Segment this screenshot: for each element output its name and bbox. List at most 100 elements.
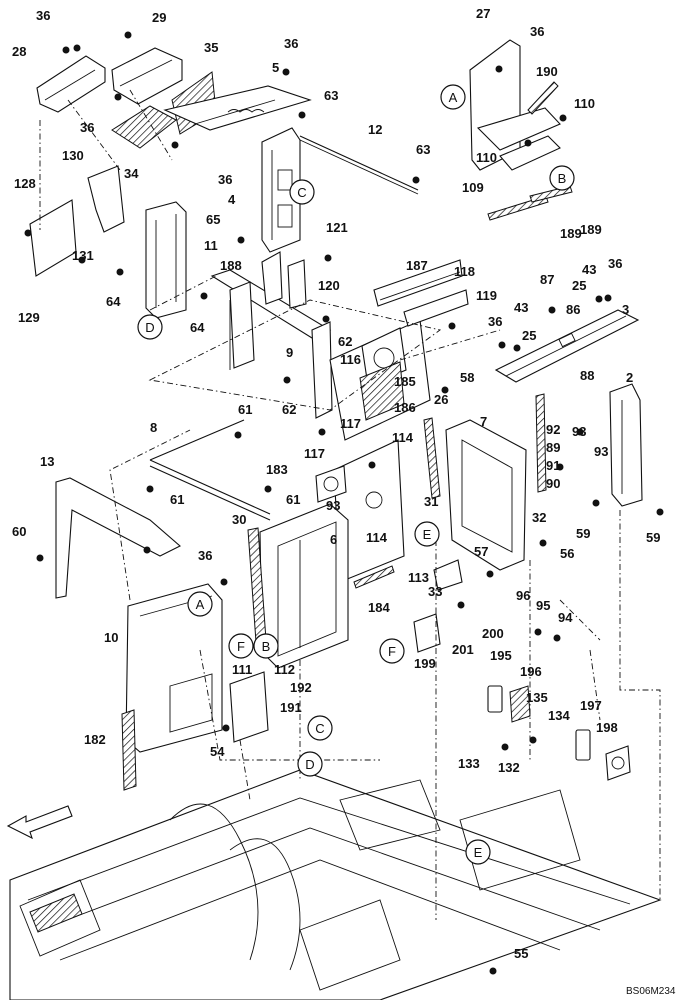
- direction-arrow-icon: [6, 805, 73, 840]
- column-4: [261, 127, 301, 253]
- callout-d: D: [297, 751, 323, 777]
- strip-189: [487, 185, 573, 221]
- bracket-199: [413, 613, 441, 653]
- part-label-184: 184: [368, 600, 390, 615]
- part-label-62: 62: [338, 334, 352, 349]
- callout-letter: B: [558, 171, 567, 186]
- part-label-3: 3: [622, 302, 629, 317]
- strip-184: [353, 565, 395, 589]
- part-label-36: 36: [530, 24, 544, 39]
- part-label-63: 63: [416, 142, 430, 157]
- part-label-33: 33: [428, 584, 442, 599]
- part-label-95: 95: [536, 598, 550, 613]
- part-label-4: 4: [228, 192, 236, 207]
- part-label-13: 13: [40, 454, 54, 469]
- callout-a: A: [187, 591, 213, 617]
- part-label-109: 109: [462, 180, 484, 195]
- callout-letter: D: [145, 320, 154, 335]
- part-label-116: 116: [340, 352, 361, 367]
- part-label-7: 7: [480, 414, 487, 429]
- part-label-129: 129: [18, 310, 40, 325]
- frame-plate-5: [163, 85, 312, 131]
- part-label-94: 94: [558, 610, 573, 625]
- part-label-29: 29: [152, 10, 166, 25]
- filter-191: [229, 671, 269, 743]
- part-label-93: 93: [572, 424, 586, 439]
- part-label-132: 132: [498, 760, 520, 775]
- part-label-6: 6: [330, 532, 337, 547]
- cover-plate-29: [111, 47, 183, 105]
- part-label-96: 96: [516, 588, 530, 603]
- part-label-87: 87: [540, 272, 554, 287]
- part-label-36: 36: [284, 36, 298, 51]
- part-label-86: 86: [566, 302, 580, 317]
- part-label-111: 111: [232, 662, 252, 677]
- leader-lines: [39, 89, 661, 920]
- bracket-130: [87, 165, 125, 233]
- part-label-12: 12: [368, 122, 382, 137]
- part-label-90: 90: [546, 476, 560, 491]
- part-label-198: 198: [596, 720, 618, 735]
- callout-letter: C: [315, 721, 324, 736]
- part-label-110: 110: [476, 150, 497, 165]
- part-label-128: 128: [14, 176, 36, 191]
- part-label-119: 119: [476, 288, 497, 303]
- rail-13: [55, 477, 181, 599]
- hatched-cover-34: [111, 105, 177, 149]
- part-label-61: 61: [170, 492, 184, 507]
- callout-b: B: [549, 165, 575, 191]
- part-label-59: 59: [646, 530, 660, 545]
- stay-2: [609, 383, 643, 507]
- part-label-32: 32: [532, 510, 546, 525]
- callout-f: F: [228, 633, 254, 659]
- part-label-36: 36: [218, 172, 232, 187]
- part-label-layer: 2345678910111213252526272829303132333435…: [12, 6, 660, 961]
- cover-plate-128: [29, 199, 77, 277]
- part-label-56: 56: [560, 546, 574, 561]
- callout-f: F: [379, 638, 405, 664]
- pad-186: [359, 361, 405, 421]
- callout-e: E: [414, 521, 440, 547]
- pad-197: [575, 729, 591, 761]
- part-label-64: 64: [106, 294, 121, 309]
- part-label-134: 134: [548, 708, 570, 723]
- part-label-62: 62: [282, 402, 296, 417]
- part-label-5: 5: [272, 60, 279, 75]
- rod-12: [299, 135, 419, 195]
- part-label-118: 118: [454, 264, 475, 279]
- part-label-199: 199: [414, 656, 436, 671]
- part-label-182: 182: [84, 732, 106, 747]
- part-label-131: 131: [72, 248, 94, 263]
- part-label-200: 200: [482, 626, 504, 641]
- part-label-120: 120: [318, 278, 340, 293]
- panel-27: [469, 39, 561, 171]
- callout-letter: F: [237, 639, 245, 654]
- callout-letter: D: [305, 757, 314, 772]
- part-label-92: 92: [546, 422, 560, 437]
- part-label-117: 117: [340, 416, 361, 431]
- part-label-88: 88: [580, 368, 594, 383]
- part-label-36: 36: [80, 120, 94, 135]
- callout-letter: E: [474, 845, 483, 860]
- part-label-185: 185: [394, 374, 416, 389]
- part-label-36: 36: [198, 548, 212, 563]
- part-label-93: 93: [594, 444, 608, 459]
- callout-a: A: [440, 84, 466, 110]
- part-label-26: 26: [434, 392, 448, 407]
- part-label-31: 31: [424, 494, 438, 509]
- part-label-113: 113: [408, 570, 429, 585]
- part-label-64: 64: [190, 320, 205, 335]
- callout-b: B: [253, 633, 279, 659]
- part-label-36: 36: [488, 314, 502, 329]
- fan-198: [605, 745, 631, 781]
- part-label-114: 114: [366, 530, 388, 545]
- part-label-189: 189: [580, 222, 602, 237]
- part-label-195: 195: [490, 648, 512, 663]
- part-label-43: 43: [582, 262, 596, 277]
- callout-letter: B: [262, 639, 271, 654]
- part-label-189: 189: [560, 226, 582, 241]
- strip-31: [423, 417, 441, 499]
- part-label-61: 61: [286, 492, 300, 507]
